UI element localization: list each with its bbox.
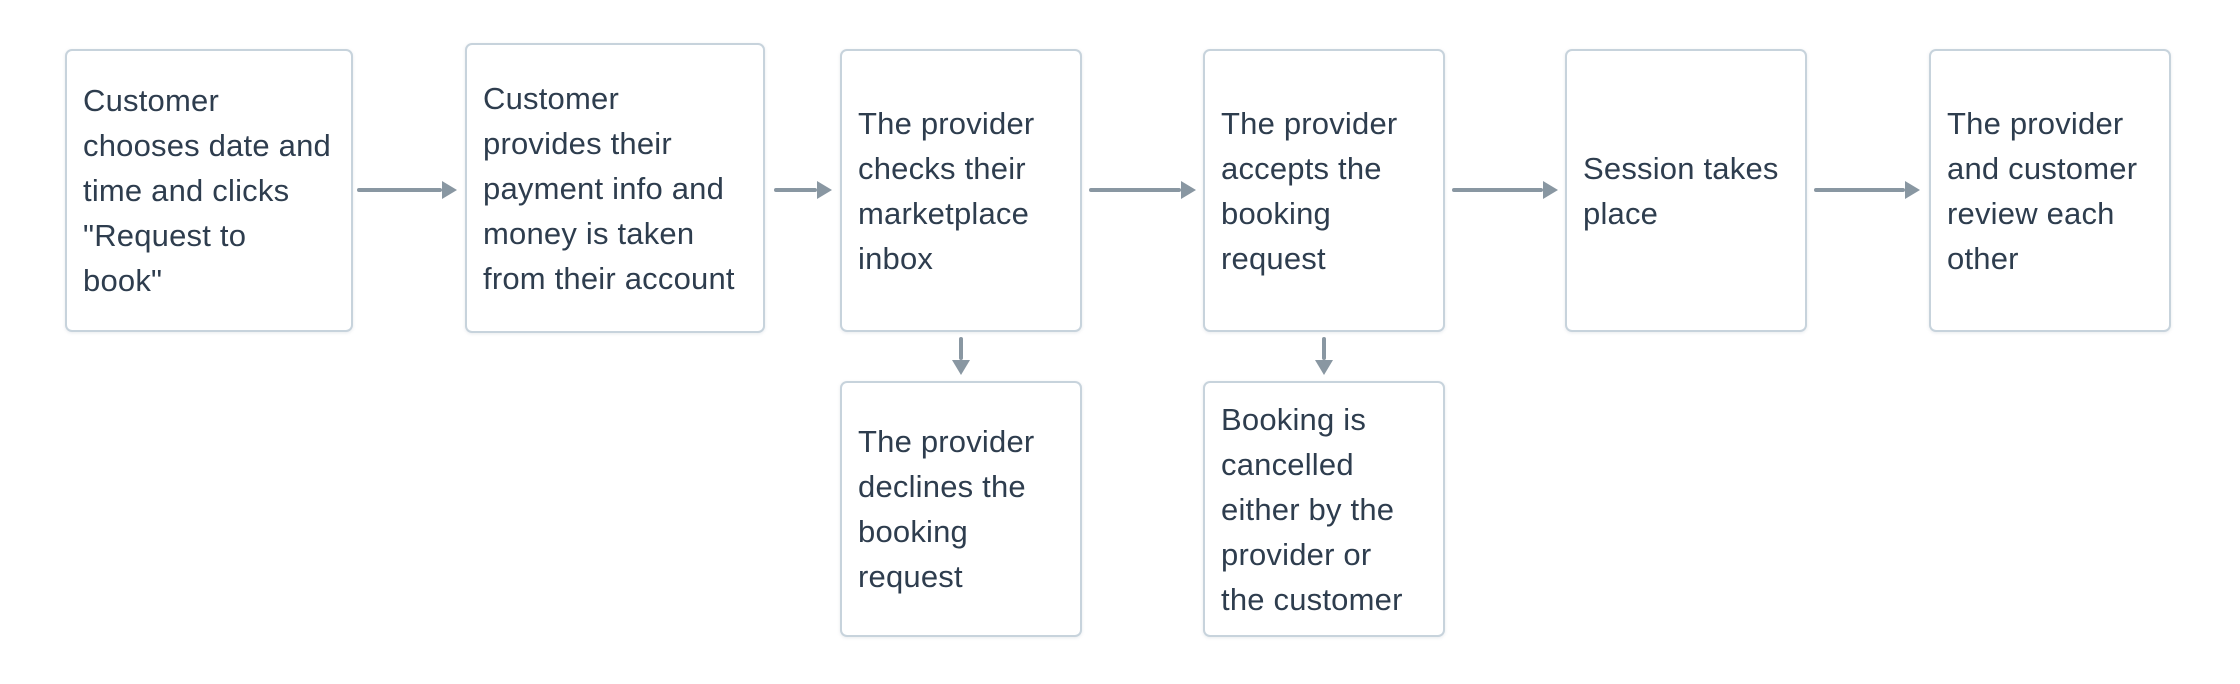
arrow-head — [817, 181, 832, 199]
step-label: The provider checks their marketplace in… — [858, 105, 1035, 276]
flow-step-session-takes-place: Session takes place — [1565, 49, 1807, 332]
flow-step-review-each-other: The provider and customer review each ot… — [1929, 49, 2171, 332]
flow-step-checks-inbox: The provider checks their marketplace in… — [840, 49, 1082, 332]
step-label: The provider declines the booking reques… — [858, 424, 1035, 594]
connector-right-arrow-icon-5 — [1814, 181, 1920, 199]
arrow-head — [1543, 181, 1558, 199]
flow-step-request-to-book: Customer chooses date and time and click… — [65, 49, 353, 332]
connector-down-arrow-icon-2 — [1315, 337, 1333, 375]
arrow-shaft — [774, 188, 817, 192]
step-label: Customer chooses date and time and click… — [83, 83, 331, 298]
arrow-shaft — [1089, 188, 1181, 192]
connector-down-arrow-icon-1 — [952, 337, 970, 375]
arrow-head — [952, 360, 970, 375]
arrow-head — [1315, 360, 1333, 375]
flow-step-declines-request: The provider declines the booking reques… — [840, 381, 1082, 637]
arrow-head — [1181, 181, 1196, 199]
connector-right-arrow-icon-3 — [1089, 181, 1196, 199]
arrow-shaft — [1814, 188, 1905, 192]
flow-step-booking-cancelled: Booking is cancelled either by the provi… — [1203, 381, 1445, 637]
step-label: Booking is cancelled either by the provi… — [1221, 401, 1403, 617]
connector-right-arrow-icon-4 — [1452, 181, 1558, 199]
flow-step-accepts-request: The provider accepts the booking request — [1203, 49, 1445, 332]
arrow-head — [442, 181, 457, 199]
step-label: The provider and customer review each ot… — [1947, 105, 2138, 276]
arrow-head — [1905, 181, 1920, 199]
arrow-shaft — [959, 337, 963, 360]
flow-step-payment-info: Customer provides their payment info and… — [465, 43, 765, 333]
connector-right-arrow-icon-2 — [774, 181, 832, 199]
step-label: The provider accepts the booking request — [1221, 105, 1398, 276]
step-label: Customer provides their payment info and… — [483, 80, 735, 296]
connector-right-arrow-icon-1 — [357, 181, 457, 199]
arrow-shaft — [1452, 188, 1543, 192]
step-label: Session takes place — [1583, 150, 1779, 231]
arrow-shaft — [357, 188, 442, 192]
arrow-shaft — [1322, 337, 1326, 360]
